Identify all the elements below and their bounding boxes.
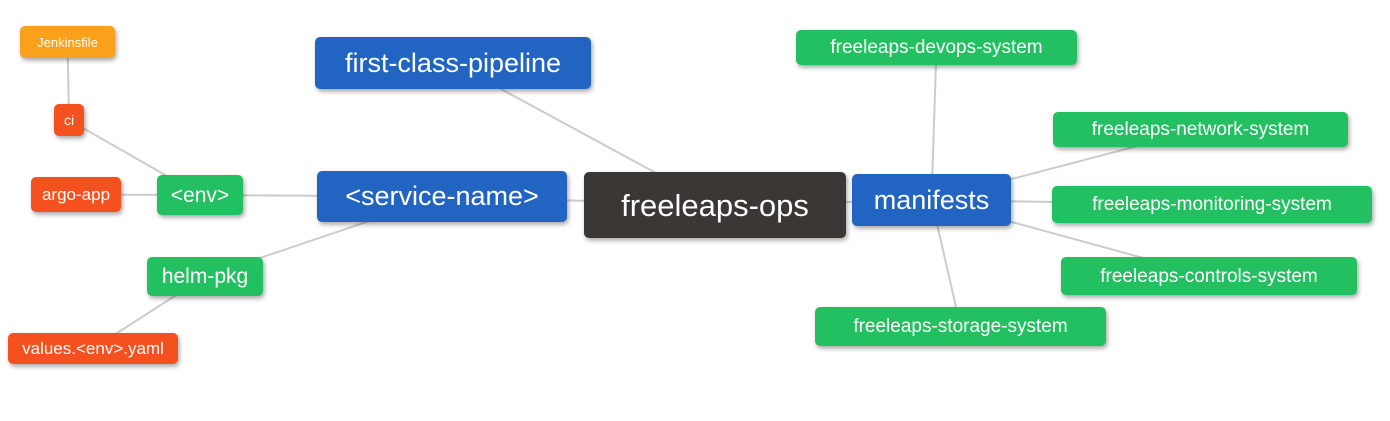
node-label: freeleaps-monitoring-system — [1092, 194, 1332, 215]
node-label: first-class-pipeline — [344, 47, 562, 78]
node-storage-system[interactable]: freeleaps-storage-system — [815, 307, 1106, 346]
node-manifests[interactable]: manifests — [852, 174, 1011, 226]
node-ci[interactable]: ci — [54, 104, 84, 136]
node-label: values.<env>.yaml — [22, 339, 164, 358]
node-helm-pkg[interactable]: helm-pkg — [147, 257, 263, 296]
node-label: freeleaps-ops — [621, 187, 809, 223]
node-network-system[interactable]: freeleaps-network-system — [1053, 112, 1348, 147]
node-controls-system[interactable]: freeleaps-controls-system — [1061, 257, 1357, 295]
node-service-name[interactable]: <service-name> — [317, 171, 567, 222]
node-label: Jenkinsfile — [37, 34, 98, 50]
node-label: freeleaps-storage-system — [853, 316, 1068, 337]
node-env[interactable]: <env> — [157, 175, 243, 215]
node-jenkinsfile[interactable]: Jenkinsfile — [20, 26, 115, 58]
node-freeleaps-ops[interactable]: freeleaps-ops — [584, 172, 846, 238]
node-label: ci — [63, 112, 75, 128]
node-label: freeleaps-devops-system — [830, 37, 1043, 58]
node-values-env-yaml[interactable]: values.<env>.yaml — [8, 333, 178, 364]
node-first-class-pipeline[interactable]: first-class-pipeline — [315, 37, 591, 89]
node-label: freeleaps-network-system — [1091, 119, 1310, 140]
node-label: <service-name> — [345, 181, 539, 211]
node-argo-app[interactable]: argo-app — [31, 177, 121, 212]
node-label: <env> — [170, 183, 230, 207]
node-label: helm-pkg — [161, 265, 249, 288]
node-monitoring-system[interactable]: freeleaps-monitoring-system — [1052, 186, 1372, 223]
node-label: manifests — [873, 184, 990, 215]
node-label: freeleaps-controls-system — [1100, 265, 1318, 287]
node-devops-system[interactable]: freeleaps-devops-system — [796, 30, 1077, 65]
node-label: argo-app — [41, 185, 111, 204]
